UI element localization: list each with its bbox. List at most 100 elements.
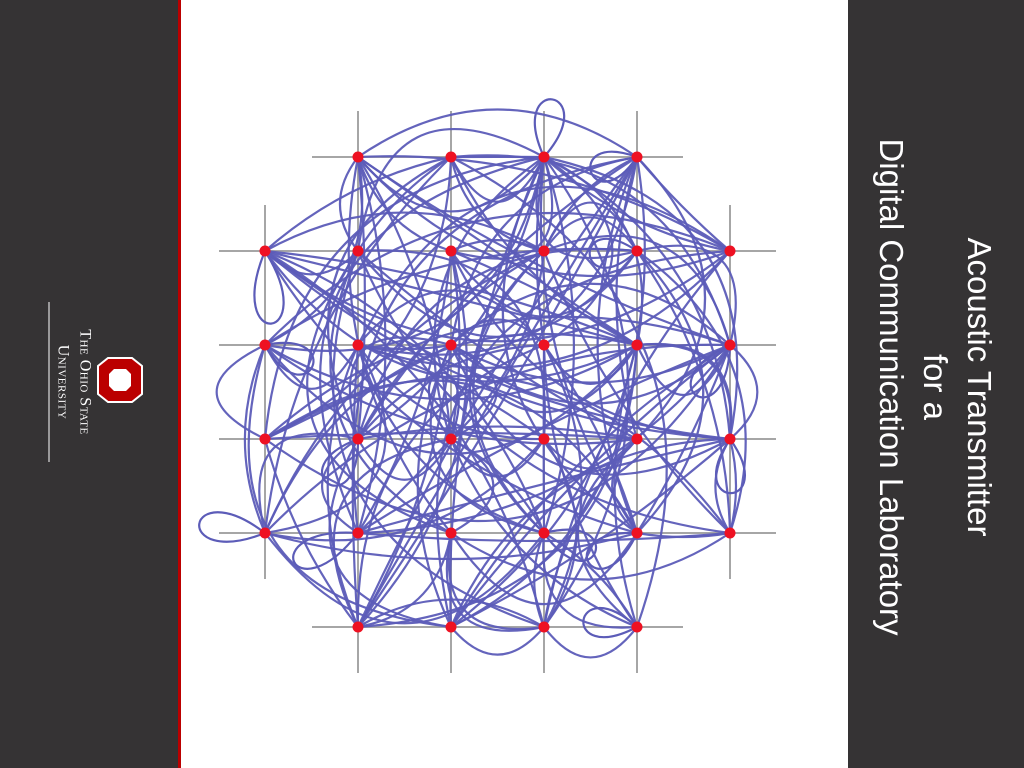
graph-edge [357,156,638,440]
graph-edge [449,438,638,629]
graph-edge [445,532,545,632]
graph-edge [243,344,267,534]
graph-edge [450,282,731,346]
graph-edge [577,438,638,628]
graph-edge [357,437,731,535]
graph-node [259,433,271,445]
graph-edge [543,216,638,252]
graph-edge [636,250,705,534]
graph-edge [264,379,638,534]
graph-edge [306,250,452,535]
graph-node [445,433,457,445]
graph-edge [714,438,731,534]
graph-node [538,621,550,633]
graph-edges [198,98,759,659]
graph-node [445,527,457,539]
graph-edge [356,156,387,534]
graph-edge [450,344,639,628]
graph-edge [357,108,638,158]
graph-edge [357,156,546,440]
graph-edge [543,201,638,252]
graph-node [538,245,550,257]
graph-loop-edge [427,371,460,440]
graph-edge [611,438,638,534]
graph-edge [543,626,638,659]
graph-edge [542,532,638,629]
graph-edge [264,249,546,534]
graph-edge [449,437,731,628]
graph-edge [357,343,731,534]
graph-edge [357,156,638,628]
graph-edge [357,250,638,440]
graph-loop-edge [582,606,638,639]
graph-edge [615,156,639,440]
graph-edge [247,344,452,629]
graph-edge [215,344,266,440]
graph-edge [543,532,638,628]
graph-edge [263,155,545,440]
graph-edge [433,156,545,440]
graph-edge [450,250,638,318]
graph-node [445,151,457,163]
graph-edge [542,250,731,628]
graph-edge [264,532,545,625]
graph-edge [357,289,545,346]
graph-node [445,339,457,351]
graph-node [538,527,550,539]
left-branding-panel: The Ohio State University [0,0,178,768]
graph-edge [450,239,545,252]
graph-edge [328,438,452,629]
graph-loop-edge [689,343,732,399]
graph-edge [264,344,638,455]
graph-node [259,245,271,257]
graph-node [445,621,457,633]
graph-node [352,245,364,257]
graph-edge [729,344,759,440]
osu-block-o-logo-icon [97,357,143,403]
graph-edge [535,156,638,260]
graph-edge [356,344,545,535]
graph-edge [613,344,639,628]
graph-edge [321,438,359,534]
graph-edge [357,156,452,252]
graph-edge [264,249,638,347]
graph-edge [636,250,732,534]
graph-edge [543,344,583,628]
graph-edge [357,532,453,629]
graph-edge [636,344,731,397]
graph-edge [636,250,747,534]
graph-edge [436,249,731,628]
title-line-3: Digital Communication Laboratory [873,138,910,636]
graph-node [259,339,271,351]
constellation-graph-icon [198,98,776,673]
graph-node [352,339,364,351]
title-line-1: Acoustic Transmitter [961,237,998,537]
graph-edge [356,156,366,440]
graph-edge [450,344,731,384]
graph-edge [264,211,545,252]
graph-node [259,527,271,539]
title-line-2: for a [917,353,954,421]
graph-node [631,433,643,445]
graph-node [538,339,550,351]
graph-edge [636,156,706,440]
graph-edge [356,156,452,253]
graph-node [631,621,643,633]
graph-node [631,527,643,539]
graph-node [631,339,643,351]
wordmark-underline [48,302,50,462]
graph-node [352,433,364,445]
graph-edge [258,432,359,534]
graph-node [445,245,457,257]
graph-node [538,433,550,445]
right-title-panel [848,0,1024,768]
graph-nodes [259,151,736,633]
graph-edge [264,344,731,523]
graph-edge [264,431,638,441]
graph-edge [542,156,576,534]
graph-node [352,621,364,633]
graph-node [724,527,736,539]
graph-edge [357,438,452,481]
graph-loop-edge [585,531,638,570]
graph-node [724,245,736,257]
